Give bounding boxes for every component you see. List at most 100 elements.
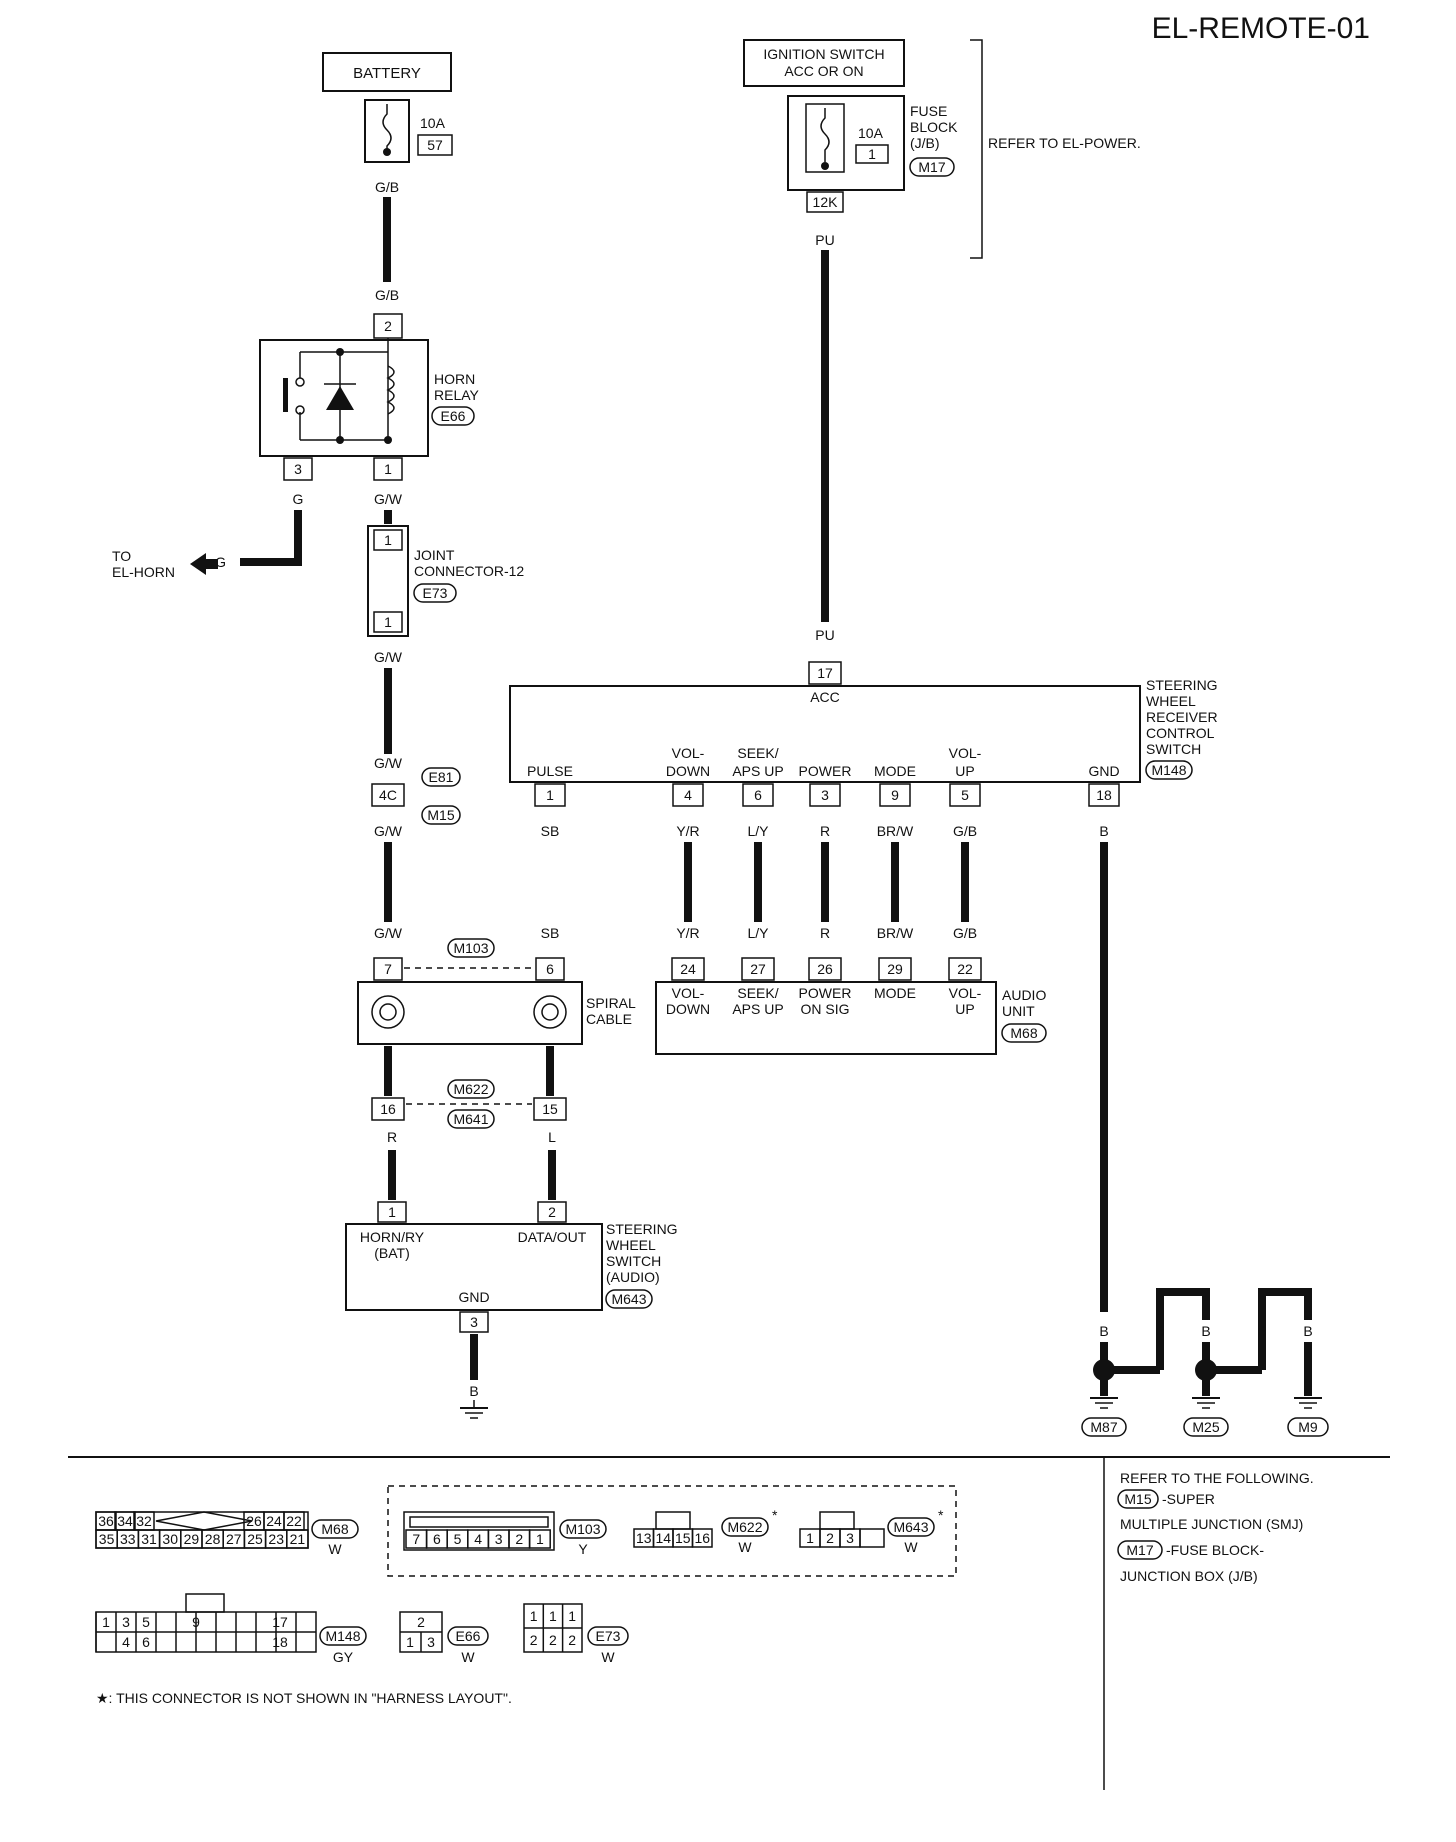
fuse-block-box bbox=[787, 95, 905, 191]
audio-pin-label: VOL- bbox=[672, 985, 705, 1001]
refer-line-2: -SUPER bbox=[1162, 1491, 1215, 1507]
receiver-pin-wire: B bbox=[1099, 823, 1108, 839]
sw-pin-1: 1 bbox=[388, 1204, 396, 1220]
refer-bracket bbox=[970, 39, 983, 259]
legend-m622-star: * bbox=[772, 1507, 778, 1523]
refer-line-3: MULTIPLE JUNCTION (SMJ) bbox=[1120, 1516, 1303, 1532]
m643-cell: 3 bbox=[846, 1530, 854, 1546]
battery-block: BATTERY 10A 57 G/B G/B bbox=[322, 52, 453, 303]
audio-pin-wire: L/Y bbox=[747, 925, 769, 941]
legend-m103-color: Y bbox=[578, 1541, 588, 1557]
spiral-wire-d: L bbox=[548, 1129, 556, 1145]
receiver-label-5: SWITCH bbox=[1146, 741, 1201, 757]
legend-e66-color: W bbox=[461, 1649, 475, 1665]
refer-line-4: -FUSE BLOCK- bbox=[1166, 1542, 1264, 1558]
receiver-pin-wire: SB bbox=[541, 823, 560, 839]
receiver-pin-label: DOWN bbox=[666, 763, 710, 779]
receiver-label-4: CONTROL bbox=[1146, 725, 1215, 741]
audio-pin-wire: R bbox=[820, 925, 830, 941]
sw-wire-gnd: B bbox=[469, 1383, 478, 1399]
ground-m25: M25 bbox=[1192, 1419, 1219, 1435]
m68-cell: 22 bbox=[286, 1513, 302, 1529]
joint-connector: 1 1 JOINT CONNECTOR-12 E73 G/W bbox=[367, 510, 524, 754]
receiver-label-3: RECEIVER bbox=[1146, 709, 1218, 725]
m68-cell: 24 bbox=[266, 1513, 282, 1529]
battery-fuse-icon bbox=[382, 104, 392, 152]
m103-cell: 2 bbox=[515, 1531, 523, 1547]
legend-e73-name: E73 bbox=[596, 1628, 621, 1644]
gnd-wire-2: B bbox=[1155, 1323, 1164, 1339]
battery-box bbox=[322, 52, 452, 92]
m68-cell: 23 bbox=[268, 1531, 284, 1547]
m68-cell: 29 bbox=[184, 1531, 200, 1547]
sw-label-bat-2: (BAT) bbox=[374, 1245, 410, 1261]
page-title: EL-REMOTE-01 bbox=[1152, 12, 1370, 45]
ign-pin: 12K bbox=[813, 194, 839, 210]
m622-cell: 14 bbox=[655, 1530, 671, 1546]
e81-connector: E81 bbox=[429, 769, 454, 785]
audio-pin-number: 26 bbox=[817, 961, 833, 977]
m68-cell: 26 bbox=[246, 1513, 262, 1529]
sw-connector: M643 bbox=[611, 1291, 646, 1307]
m103-cell: 7 bbox=[412, 1531, 420, 1547]
legend-m148-color: GY bbox=[333, 1649, 354, 1665]
audio-pin-number: 27 bbox=[750, 961, 766, 977]
m103-cell: 5 bbox=[454, 1531, 462, 1547]
joint-label-1: JOINT bbox=[414, 547, 455, 563]
legend-m103-name: M103 bbox=[565, 1521, 600, 1537]
audio-pin-wire: BR/W bbox=[877, 925, 914, 941]
legend-m643-color: W bbox=[904, 1539, 918, 1555]
m148-cell: 5 bbox=[142, 1614, 150, 1630]
audio-pin-number: 29 bbox=[887, 961, 903, 977]
audio-label-1: AUDIO bbox=[1002, 987, 1046, 1003]
m148-cell: 6 bbox=[142, 1634, 150, 1650]
m148-cell: 4 bbox=[122, 1634, 130, 1650]
ign-refer: REFER TO EL-POWER. bbox=[988, 135, 1141, 151]
ignition-label-1: IGNITION SWITCH bbox=[763, 46, 884, 62]
receiver-label-1: STEERING bbox=[1146, 677, 1218, 693]
audio-pin-label-2: UP bbox=[955, 1001, 974, 1017]
joint-wire-bottom: G/W bbox=[374, 649, 403, 665]
horn-relay-box bbox=[259, 339, 429, 457]
receiver-pin-number: 3 bbox=[821, 787, 829, 803]
legend-unlisted-group bbox=[387, 1485, 957, 1577]
to-horn-label-1: TO bbox=[112, 548, 131, 564]
m15-connector: M15 bbox=[427, 807, 454, 823]
spiral-right-icon bbox=[533, 995, 567, 1029]
m148-cell: 17 bbox=[272, 1614, 288, 1630]
horn-relay-connector: E66 bbox=[441, 408, 466, 424]
sw-pin-2: 2 bbox=[548, 1204, 556, 1220]
legend-m68-name: M68 bbox=[321, 1521, 348, 1537]
legend-note: ★: THIS CONNECTOR IS NOT SHOWN IN "HARNE… bbox=[96, 1690, 512, 1706]
audio-pin-wire: G/B bbox=[953, 925, 977, 941]
spiral-left-icon bbox=[371, 995, 405, 1029]
gnd-wire-5: B bbox=[1303, 1323, 1312, 1339]
ign-fuse-icon bbox=[820, 108, 830, 162]
receiver-pin-wire: Y/R bbox=[676, 823, 699, 839]
horn-relay-pin-3: 3 bbox=[294, 461, 302, 477]
receiver-pin-label: UP bbox=[955, 763, 974, 779]
m68-cell: 21 bbox=[290, 1531, 306, 1547]
legend-m643-star: * bbox=[938, 1507, 944, 1523]
receiver-pin-number: 4 bbox=[684, 787, 692, 803]
fuse-block-label-3: (J/B) bbox=[910, 135, 940, 151]
m148-cell: 1 bbox=[102, 1614, 110, 1630]
ignition-block: IGNITION SWITCH ACC OR ON 10A 1 FUSE BLO… bbox=[743, 39, 1141, 622]
battery-wire-top: G/B bbox=[375, 179, 399, 195]
fuse-block-connector: M17 bbox=[918, 159, 945, 175]
e81-junction: G/W 4C E81 M15 G/W bbox=[371, 755, 461, 922]
receiver-pin-label: POWER bbox=[799, 763, 852, 779]
e73-cell: 1 bbox=[530, 1608, 538, 1624]
receiver-acc-pin: 17 bbox=[817, 665, 833, 681]
m622-connector: M622 bbox=[453, 1081, 488, 1097]
m148-cell: 9 bbox=[192, 1614, 200, 1630]
m103-cell: 4 bbox=[474, 1531, 482, 1547]
joint-pin-top: 1 bbox=[384, 532, 392, 548]
spiral-pin-7: 7 bbox=[384, 961, 392, 977]
audio-label-2: UNIT bbox=[1002, 1003, 1035, 1019]
